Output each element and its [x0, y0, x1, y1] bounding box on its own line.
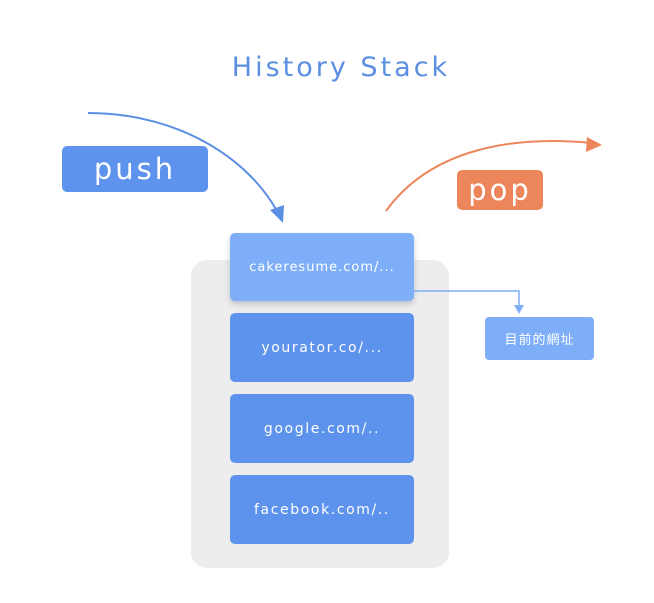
current-url-connector-head [514, 305, 524, 314]
push-label: push [62, 146, 208, 192]
current-url-connector [414, 290, 520, 307]
push-arrow-head [270, 205, 284, 223]
stack-entry: google.com/.. [230, 394, 414, 463]
stack-entry-current: cakeresume.com/... [230, 233, 414, 301]
stack-entry: yourator.co/... [230, 313, 414, 382]
pop-arrow [385, 140, 593, 212]
current-url-note: 目前的網址 [485, 317, 594, 360]
pop-arrow-head [586, 137, 602, 152]
diagram-title: History Stack [231, 52, 451, 83]
push-arrow [87, 112, 279, 214]
stack-entry: facebook.com/.. [230, 475, 414, 544]
pop-label: pop [457, 170, 543, 210]
